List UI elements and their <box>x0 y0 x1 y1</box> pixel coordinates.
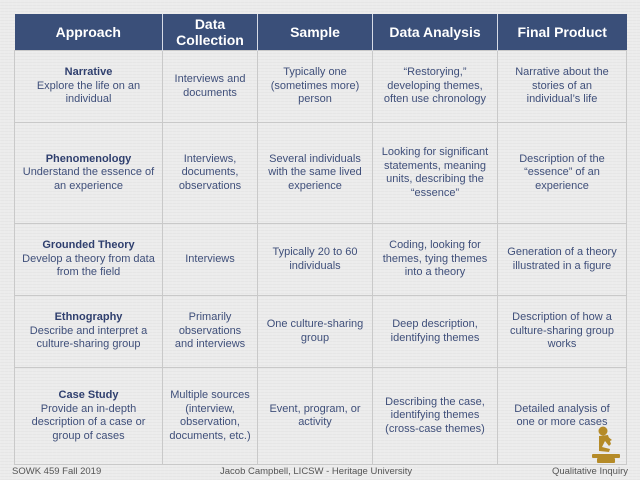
table-row: Grounded Theory Develop a theory from da… <box>14 223 627 296</box>
final-product-cell: Description of the “essence” of an exper… <box>497 122 627 224</box>
sample-cell: Typically 20 to 60 individuals <box>257 223 373 296</box>
approach-name: Case Study <box>58 389 119 401</box>
approach-cell: Case Study Provide an in-depth descripti… <box>14 367 163 465</box>
data-collection-cell: Multiple sources (interview, observation… <box>162 367 258 465</box>
sample-cell: Several individuals with the same lived … <box>257 122 373 224</box>
final-product-cell: Narrative about the stories of an indivi… <box>497 50 627 123</box>
approach-description: Explore the life on an individual <box>36 79 141 106</box>
sample-cell: Event, program, or activity <box>257 367 373 465</box>
approach-name: Phenomenology <box>45 152 132 165</box>
header-final-product: Final Product <box>497 14 627 51</box>
approach-name: Grounded Theory <box>42 239 135 252</box>
approach-cell: Phenomenology Understand the essence of … <box>14 122 163 224</box>
header-row: Approach Data Collection Sample Data Ana… <box>14 14 627 51</box>
sample-cell: One culture-sharing group <box>257 295 373 368</box>
table-row: Narrative Explore the life on an individ… <box>14 50 627 123</box>
data-analysis-cell: Looking for significant statements, mean… <box>372 122 498 224</box>
approach-cell: Narrative Explore the life on an individ… <box>14 50 163 123</box>
footer-author: Jacob Campbell, LICSW - Heritage Univers… <box>220 466 413 477</box>
header-data-collection: Data Collection <box>162 14 258 51</box>
data-collection-cell: Primarily observations and interviews <box>162 295 258 368</box>
approach-cell: Grounded Theory Develop a theory from da… <box>14 223 163 296</box>
table-row: Phenomenology Understand the essence of … <box>14 122 627 224</box>
data-analysis-cell: Coding, looking for themes, tying themes… <box>372 223 498 296</box>
approach-name: Ethnography <box>54 311 123 324</box>
data-analysis-cell: Deep description, identifying themes <box>372 295 498 368</box>
sample-cell: Typically one (sometimes more) person <box>257 50 373 123</box>
data-collection-cell: Interviews and documents <box>162 50 258 123</box>
table-row: Case Study Provide an in-depth descripti… <box>14 367 627 465</box>
footer-topic: Qualitative Inquiry <box>551 466 628 477</box>
data-analysis-cell: “Restorying,” developing themes, often u… <box>372 50 498 123</box>
table-row: Ethnography Describe and interpret a cul… <box>14 295 627 368</box>
data-analysis-cell: Describing the case, identifying themes … <box>372 367 498 465</box>
header-data-analysis: Data Analysis <box>372 14 498 51</box>
header-approach: Approach <box>14 14 163 51</box>
approach-description: Develop a theory from data from the fiel… <box>22 252 155 279</box>
thinker-icon <box>592 426 620 463</box>
approach-cell: Ethnography Describe and interpret a cul… <box>14 295 163 368</box>
data-collection-cell: Interviews, documents, observations <box>162 122 258 224</box>
footer-course: SOWK 459 Fall 2019 <box>12 466 102 477</box>
final-product-cell: Description of how a culture-sharing gro… <box>497 295 627 368</box>
header-sample: Sample <box>257 14 373 51</box>
qualitative-approaches-table: Approach Data Collection Sample Data Ana… <box>14 14 627 465</box>
data-collection-cell: Interviews <box>162 223 258 296</box>
final-product-cell: Generation of a theory illustrated in a … <box>497 223 627 296</box>
approach-name: Narrative <box>64 66 113 79</box>
approach-description: Provide an in-depth description of a cas… <box>31 402 146 442</box>
approach-description: Understand the essence of an experience <box>22 166 155 192</box>
approach-description: Describe and interpret a culture-sharing… <box>29 324 148 351</box>
